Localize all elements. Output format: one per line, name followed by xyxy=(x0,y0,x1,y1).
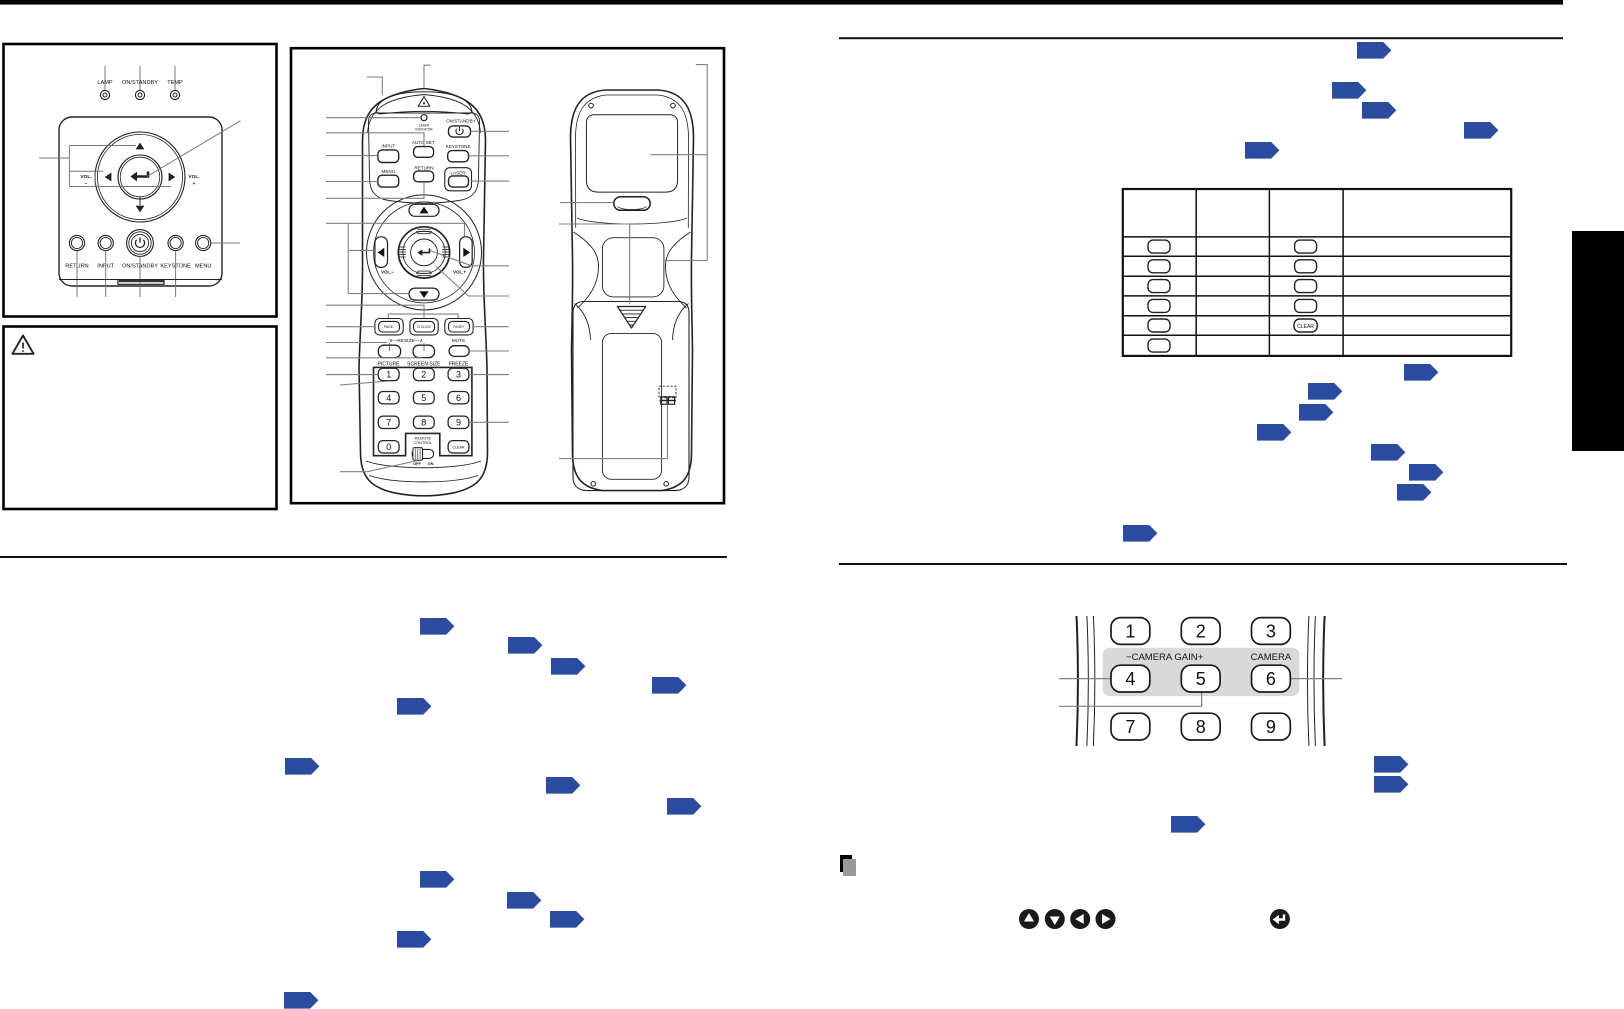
svg-text:1: 1 xyxy=(1125,622,1135,642)
svg-text:VOL.: VOL. xyxy=(80,174,91,180)
svg-text:5: 5 xyxy=(1196,669,1206,689)
svg-text:3: 3 xyxy=(1266,622,1276,642)
svg-text:7: 7 xyxy=(1125,717,1135,737)
svg-text:ON: ON xyxy=(428,462,434,466)
svg-text:PAGE-: PAGE- xyxy=(384,325,394,329)
svg-text:CAMERA: CAMERA xyxy=(1251,652,1292,663)
svg-text:−: − xyxy=(85,182,88,187)
svg-text:PICTURE: PICTURE xyxy=(378,362,401,368)
svg-text:MENU: MENU xyxy=(195,264,211,270)
svg-text:7: 7 xyxy=(386,418,391,428)
svg-text:INPUT: INPUT xyxy=(381,144,395,149)
svg-text:LASER: LASER xyxy=(451,170,467,175)
svg-text:CLEAR: CLEAR xyxy=(453,445,465,449)
svg-text:R-CLICK: R-CLICK xyxy=(417,325,431,329)
svg-text:VOL.: VOL. xyxy=(188,174,199,180)
svg-text:LASER: LASER xyxy=(419,124,430,128)
svg-text:8: 8 xyxy=(1196,717,1206,737)
svg-text:3: 3 xyxy=(456,370,461,380)
svg-text:MENU: MENU xyxy=(382,169,396,174)
svg-text:+: + xyxy=(193,182,196,187)
svg-text:KEYSTONE: KEYSTONE xyxy=(446,144,471,149)
svg-text:6: 6 xyxy=(456,393,461,403)
svg-text:ON/STANDBY: ON/STANDBY xyxy=(122,80,158,86)
svg-text:LAMP: LAMP xyxy=(97,80,113,86)
svg-text:PAGE+: PAGE+ xyxy=(453,325,464,329)
svg-text:MUTE: MUTE xyxy=(452,338,466,344)
svg-text:TEMP: TEMP xyxy=(167,80,183,86)
svg-text:INDICATOR: INDICATOR xyxy=(415,128,433,132)
svg-text:∨—RESIZE—∧: ∨—RESIZE—∧ xyxy=(389,338,423,344)
svg-text:VOL.−: VOL.− xyxy=(381,269,394,274)
svg-text:ON/STANDBY: ON/STANDBY xyxy=(446,118,476,123)
svg-text:AUTO SET: AUTO SET xyxy=(412,140,435,145)
svg-text:9: 9 xyxy=(1266,717,1276,737)
svg-text:SCREEN SIZE: SCREEN SIZE xyxy=(407,362,441,368)
svg-text:8: 8 xyxy=(421,418,426,428)
svg-text:4: 4 xyxy=(1125,669,1135,689)
svg-text:RETURN: RETURN xyxy=(414,165,433,170)
svg-text:9: 9 xyxy=(456,418,461,428)
svg-text:2: 2 xyxy=(421,370,426,380)
svg-text:4: 4 xyxy=(386,393,391,403)
svg-text:CONTROL: CONTROL xyxy=(414,441,433,445)
svg-text:FREEZE: FREEZE xyxy=(449,362,469,368)
svg-text:0: 0 xyxy=(386,442,391,452)
svg-text:OFF: OFF xyxy=(413,462,421,466)
svg-text:−CAMERA GAIN+: −CAMERA GAIN+ xyxy=(1126,652,1204,663)
svg-text:6: 6 xyxy=(1266,669,1276,689)
svg-text:REMOTE: REMOTE xyxy=(415,437,432,441)
svg-text:5: 5 xyxy=(421,393,426,403)
svg-text:2: 2 xyxy=(1196,622,1206,642)
svg-text:CLEAR: CLEAR xyxy=(1297,324,1314,330)
svg-text:1: 1 xyxy=(386,370,391,380)
svg-text:VOL.+: VOL.+ xyxy=(453,269,466,274)
